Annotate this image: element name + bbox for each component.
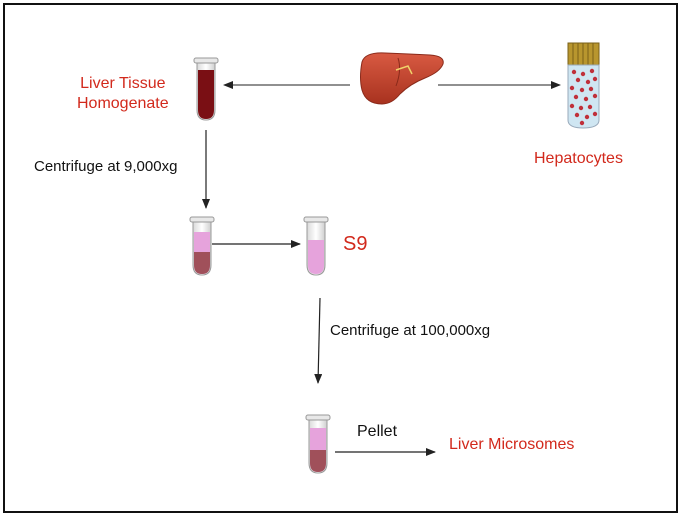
pellet-tube-icon [305,414,331,474]
liver-tissue-label-line2: Homogenate [77,95,169,112]
liver-tissue-label: Liver Tissue Homogenate [77,74,169,114]
liver-microsomes-label: Liver Microsomes [449,436,575,453]
liver-organ-icon [360,52,444,105]
hepatocyte-vial-icon [567,42,600,129]
centrifuge-9000-label: Centrifuge at 9,000xg [34,158,178,175]
hepatocytes-label: Hepatocytes [534,150,623,167]
arrow-s9-to-pellet [314,297,323,384]
diagram-frame [3,3,678,513]
centrifuged-tube-icon [189,216,215,276]
pellet-label: Pellet [357,423,398,440]
centrifuge-100000-label: Centrifuge at 100,000xg [330,322,491,339]
homogenate-tube-icon [193,57,219,121]
liver-tissue-label-line1: Liver Tissue [80,75,166,92]
s9-tube-icon [303,216,329,276]
s9-label: S9 [343,233,368,255]
